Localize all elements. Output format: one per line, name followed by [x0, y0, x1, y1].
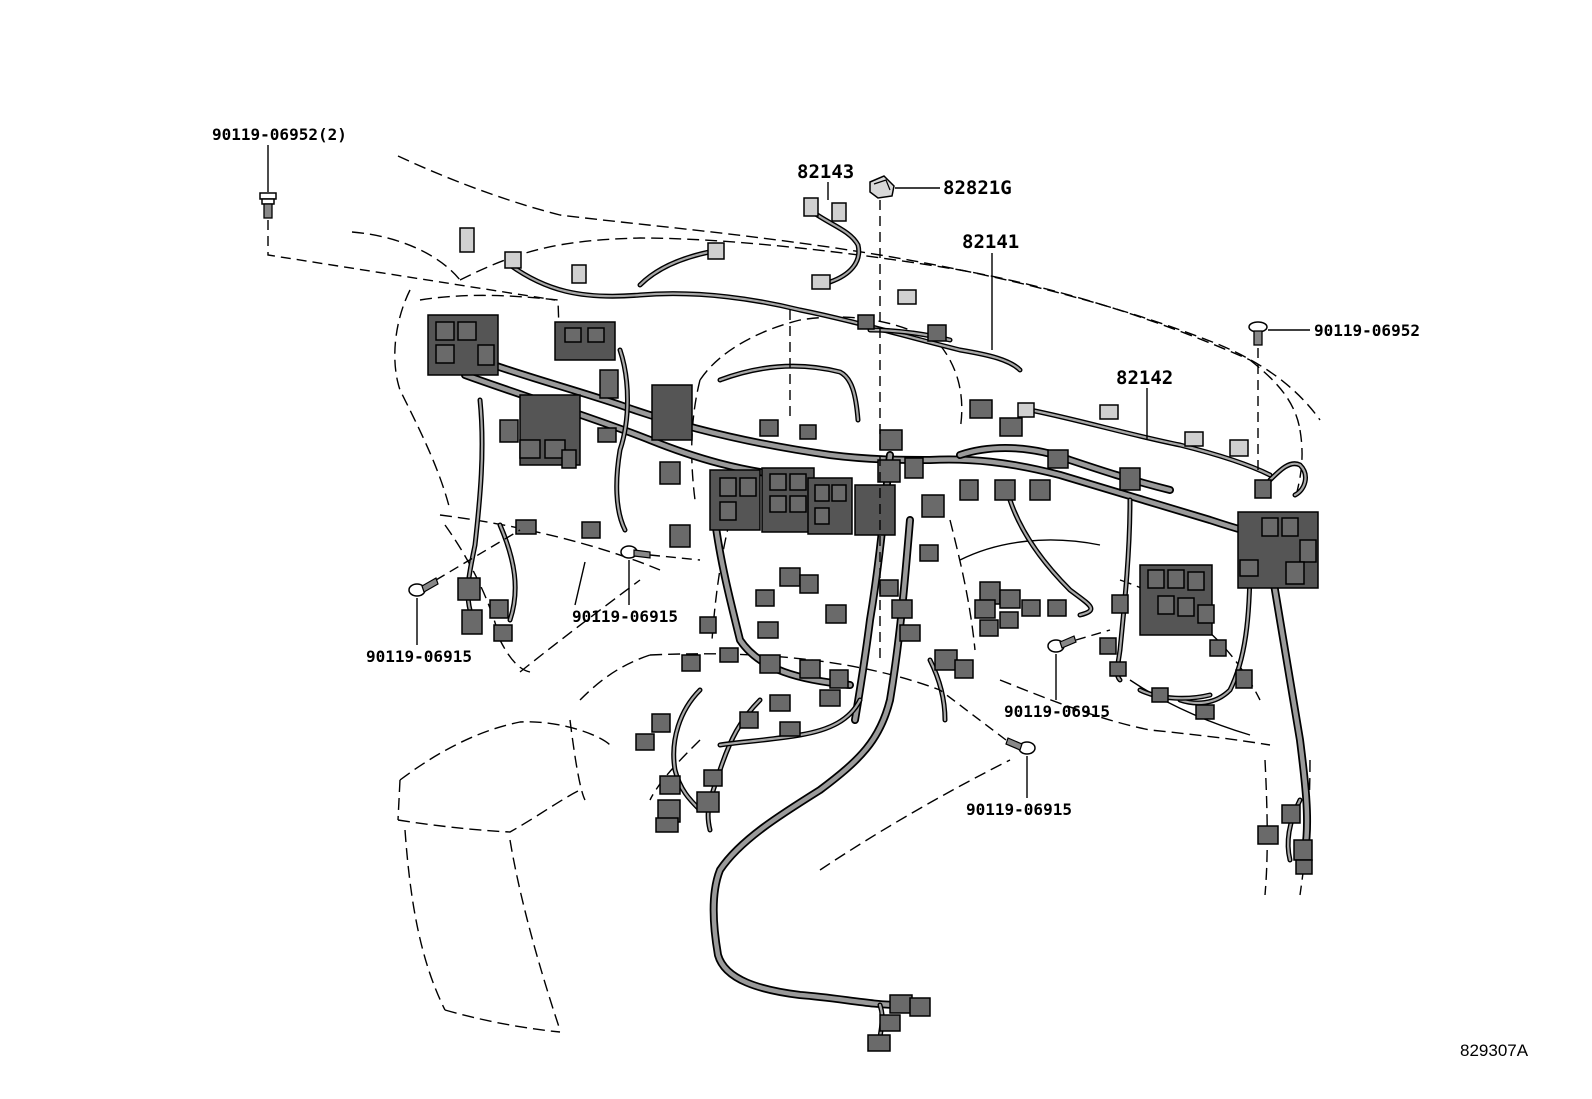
label-bolt-left: 90119-06915 — [366, 647, 472, 666]
label-82143: 82143 — [797, 161, 854, 183]
bolt-icon — [1047, 635, 1077, 653]
clip-icon — [869, 175, 895, 199]
label-82142: 82142 — [1116, 367, 1173, 389]
label-82141: 82141 — [962, 231, 1019, 253]
branch-wires — [465, 207, 1308, 1043]
bolt-icon — [620, 545, 651, 559]
label-82821g: 82821G — [943, 177, 1012, 199]
bolt-icon — [1005, 737, 1036, 755]
leader-lines — [267, 145, 1310, 798]
connectors — [427, 197, 1319, 1052]
bolt-icon — [1248, 321, 1268, 346]
label-bolt-top-right: 90119-06952 — [1314, 321, 1420, 340]
bolts — [259, 175, 1268, 755]
part-labels: 90119-06952(2) 82143 82821G 82141 90119-… — [212, 125, 1529, 1060]
figure-id: 829307A — [1460, 1041, 1529, 1060]
bolt-icon — [259, 192, 277, 219]
label-bolt-top-left: 90119-06952(2) — [212, 125, 347, 144]
label-bolt-bottom-center: 90119-06915 — [966, 800, 1072, 819]
label-bolt-center-left: 90119-06915 — [572, 607, 678, 626]
bolt-icon — [408, 577, 439, 597]
label-bolt-center-right: 90119-06915 — [1004, 702, 1110, 721]
